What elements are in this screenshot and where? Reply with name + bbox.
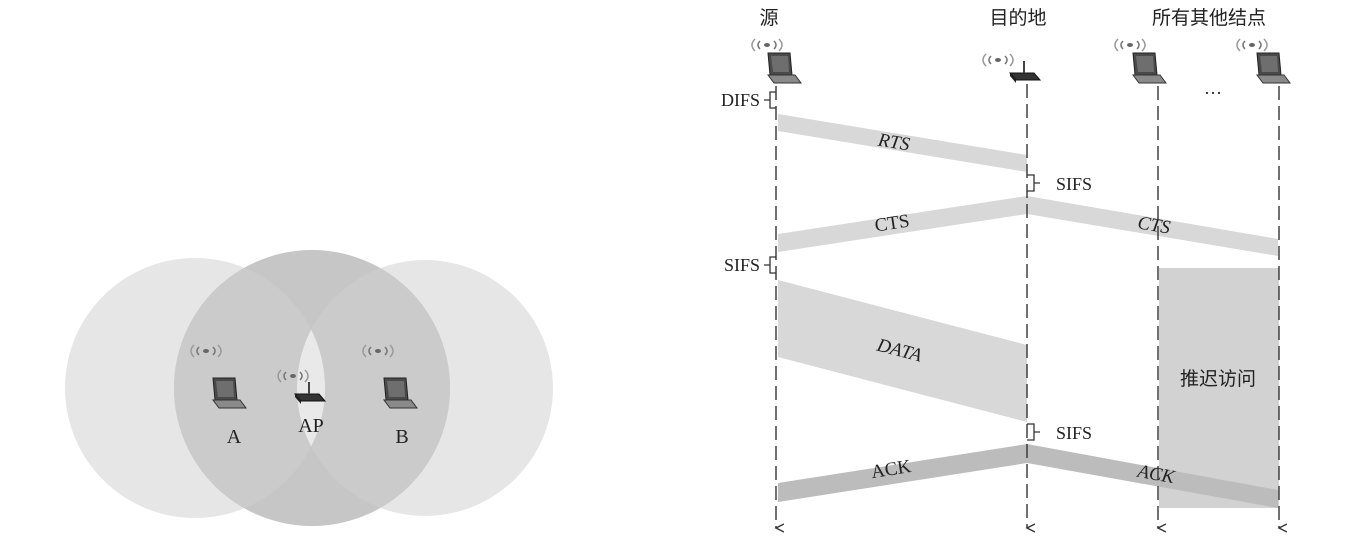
cts-band-to-others <box>1027 196 1278 256</box>
wifi-waves-icon <box>751 38 783 52</box>
rts-label: RTS <box>876 129 912 155</box>
defer-access-label: 推迟访问 <box>1180 368 1256 390</box>
rts-band <box>778 114 1027 172</box>
overlap-left <box>174 258 325 518</box>
cts-label-source: CTS <box>873 211 911 237</box>
header-destination: 目的地 <box>989 7 1046 29</box>
label-ap: AP <box>298 415 324 437</box>
sifs-label-2: SIFS <box>724 255 760 275</box>
ack-band-to-others <box>1027 444 1278 508</box>
header-others: 所有其他结点 <box>1152 7 1266 29</box>
rts-cts-timeline: 源 目的地 所有其他结点 … DIFS SIFS SIFS <box>721 7 1291 528</box>
defer-access-box <box>1159 268 1279 508</box>
station-ap: AP <box>277 369 326 437</box>
data-band <box>778 280 1027 422</box>
laptop-icon <box>1256 52 1291 84</box>
label-a: A <box>227 426 242 448</box>
difs-label: DIFS <box>721 90 760 110</box>
cts-band-to-source <box>778 196 1027 252</box>
difs-bracket <box>764 91 776 109</box>
ellipsis: … <box>1204 78 1222 98</box>
coverage-diagram: A AP B <box>65 250 553 526</box>
wifi-waves-icon <box>1114 38 1146 52</box>
label-b: B <box>395 426 408 448</box>
cts-label-others: CTS <box>1136 212 1172 238</box>
header-source: 源 <box>759 7 778 29</box>
sifs-label-1: SIFS <box>1056 174 1092 194</box>
sifs-label-3: SIFS <box>1056 423 1092 443</box>
laptop-icon <box>767 52 802 84</box>
wifi-waves-icon <box>1236 38 1268 52</box>
laptop-icon <box>1132 52 1167 84</box>
overlap-right <box>297 260 450 516</box>
sifs-bracket-1 <box>1027 174 1040 192</box>
station-b: B <box>362 344 418 448</box>
router-icon <box>1009 60 1041 84</box>
station-a: A <box>190 344 247 448</box>
ack-band-to-source <box>778 444 1027 502</box>
wifi-waves-icon <box>982 53 1014 67</box>
sifs-bracket-2 <box>764 256 776 274</box>
sifs-bracket-3 <box>1027 423 1040 441</box>
